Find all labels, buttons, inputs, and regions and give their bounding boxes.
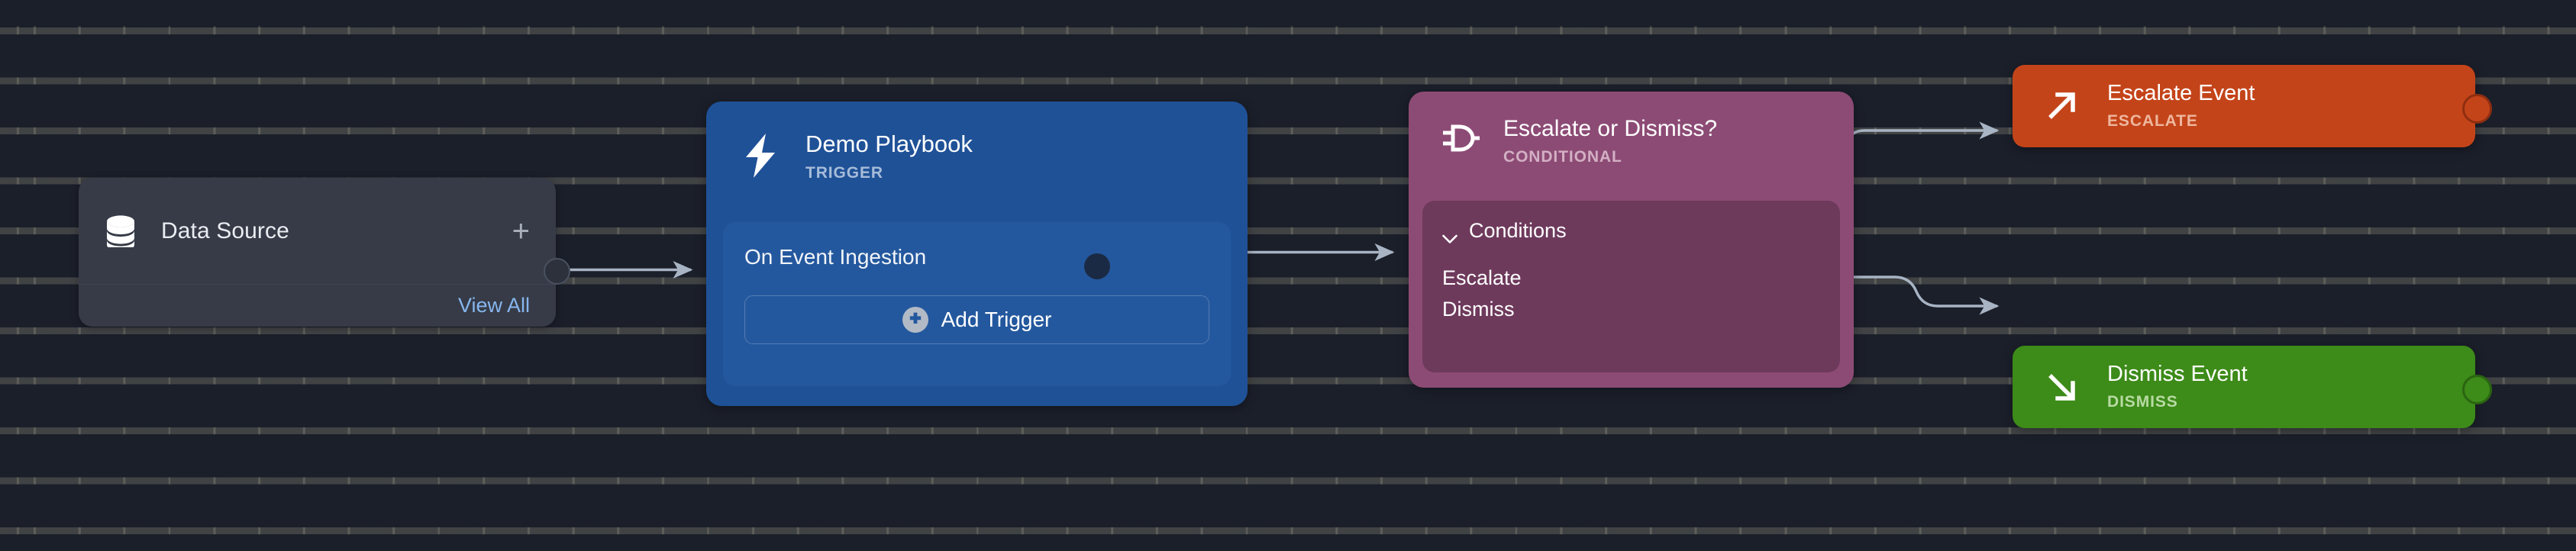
- playbook-body: On Event Ingestion Add Trigger: [723, 222, 1231, 386]
- data-source-title: Data Source: [161, 218, 289, 243]
- condition-branch-escalate[interactable]: Escalate: [1442, 266, 1522, 289]
- conditions-toggle[interactable]: Conditions: [1442, 219, 1820, 243]
- node-dismiss-event[interactable]: Dismiss Event DISMISS: [2013, 346, 2475, 428]
- data-source-header: Data Source +: [79, 178, 556, 285]
- arrow-up-right-icon: [2045, 89, 2078, 123]
- node-conditional[interactable]: Escalate or Dismiss? CONDITIONAL Conditi…: [1409, 92, 1854, 388]
- conditional-title: Escalate or Dismiss?: [1503, 116, 1718, 141]
- playbook-header: Demo Playbook TRIGGER: [723, 120, 1231, 208]
- plus-circle-icon: [902, 307, 928, 333]
- trigger-row-label[interactable]: On Event Ingestion: [744, 245, 927, 269]
- node-demo-playbook[interactable]: Demo Playbook TRIGGER On Event Ingestion…: [706, 102, 1248, 406]
- node-escalate-event[interactable]: Escalate Event ESCALATE: [2013, 65, 2475, 147]
- lightning-bolt-icon: [743, 134, 778, 178]
- add-trigger-button[interactable]: Add Trigger: [744, 295, 1209, 344]
- playbook-subtitle: TRIGGER: [805, 163, 883, 182]
- dismiss-event-subtitle: DISMISS: [2107, 392, 2178, 411]
- database-icon: [106, 214, 135, 251]
- node-data-source[interactable]: Data Source + View All: [79, 178, 556, 327]
- add-trigger-label: Add Trigger: [941, 308, 1052, 331]
- escalate-event-title: Escalate Event: [2107, 81, 2255, 106]
- conditions-label: Conditions: [1469, 219, 1567, 242]
- escalate-event-output-port[interactable]: [2462, 94, 2492, 124]
- conditional-header: Escalate or Dismiss? CONDITIONAL: [1422, 107, 1840, 192]
- dismiss-event-title: Dismiss Event: [2107, 362, 2248, 387]
- playbook-output-port[interactable]: [1084, 253, 1110, 279]
- view-all-link[interactable]: View All: [457, 294, 530, 317]
- arrow-down-right-icon: [2045, 370, 2078, 404]
- dismiss-event-output-port[interactable]: [2462, 375, 2492, 404]
- conditional-subtitle: CONDITIONAL: [1503, 147, 1622, 166]
- playbook-title: Demo Playbook: [805, 130, 973, 157]
- conditional-body: Conditions Escalate Dismiss: [1422, 201, 1840, 372]
- data-source-footer: View All: [79, 285, 556, 327]
- condition-branch-dismiss[interactable]: Dismiss: [1442, 298, 1515, 321]
- chevron-down-icon: [1442, 226, 1457, 243]
- data-source-output-port[interactable]: [544, 258, 570, 285]
- add-data-source-icon[interactable]: +: [512, 214, 530, 248]
- logic-gate-icon: [1441, 120, 1480, 156]
- escalate-event-subtitle: ESCALATE: [2107, 111, 2198, 130]
